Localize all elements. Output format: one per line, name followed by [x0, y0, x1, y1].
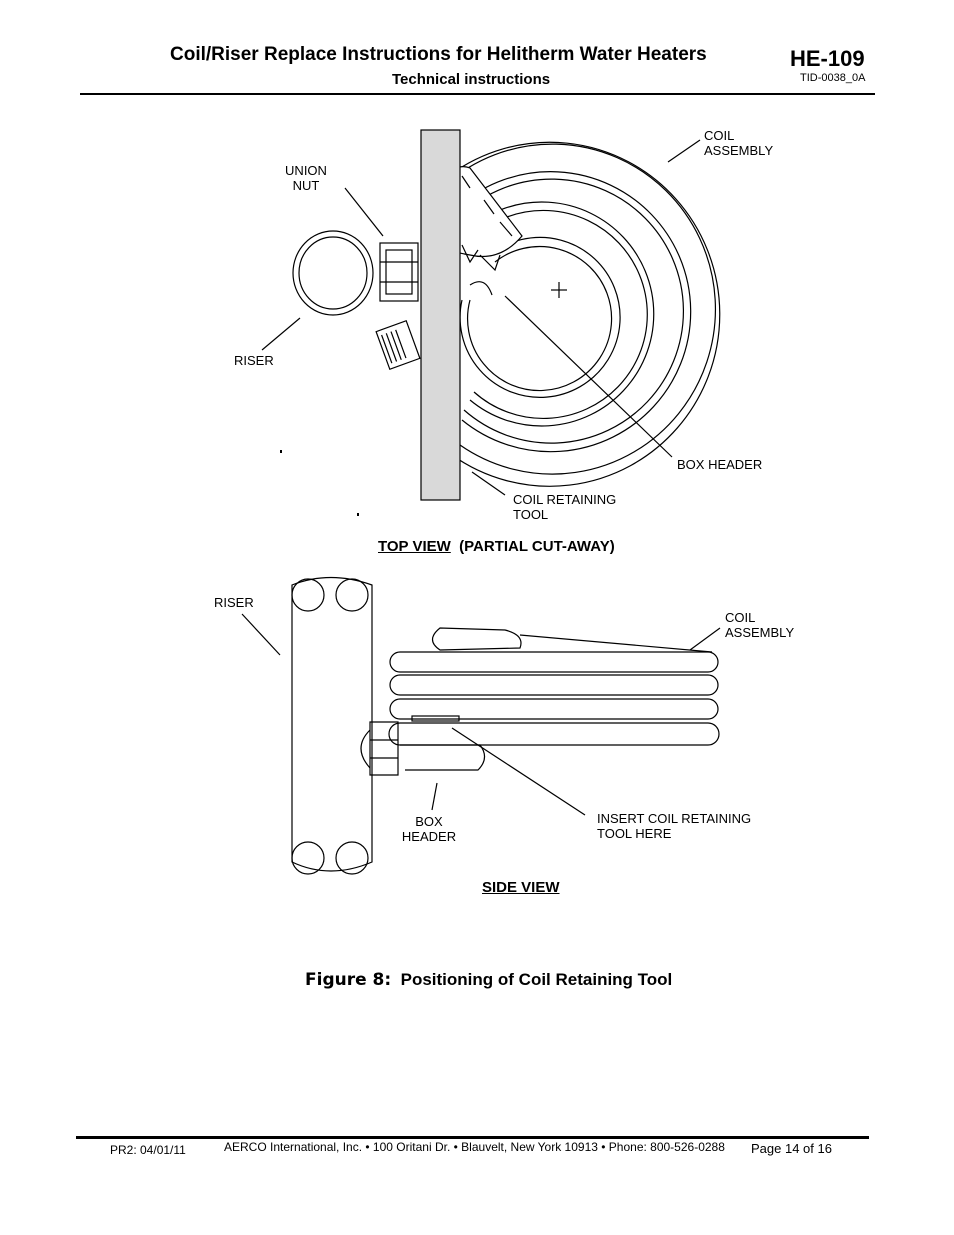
label-line: HEADER: [401, 829, 457, 844]
top-view-caption-rest: (PARTIAL CUT-AWAY): [459, 538, 615, 555]
label-line: COIL: [725, 610, 756, 625]
label-box-header-top: BOX HEADER: [677, 457, 763, 472]
document-title: Coil/Riser Replace Instructions for Heli…: [170, 44, 707, 65]
footer-address: AERCO International, Inc. • 100 Oritani …: [224, 1140, 725, 1154]
label-line: BOX: [415, 814, 443, 829]
side-view-drawing: [241, 576, 721, 875]
label-line: ASSEMBLY: [704, 143, 774, 158]
label-insert-tool: INSERT COIL RETAINING TOOL HERE: [597, 811, 751, 841]
label-coil-assembly-side: COIL ASSEMBLY: [725, 610, 794, 640]
footer-rule: [76, 1136, 869, 1139]
label-line: NUT: [292, 178, 320, 193]
label-line: COIL: [704, 128, 735, 143]
header-rule: [80, 93, 875, 95]
document-number: HE-109: [790, 46, 865, 71]
label-riser-top: RISER: [234, 353, 274, 368]
side-view-caption: SIDE VIEW: [482, 879, 560, 896]
figure-number: Figure 8:: [305, 970, 392, 990]
label-line: TOOL HERE: [597, 826, 672, 841]
label-line: ASSEMBLY: [725, 625, 795, 640]
top-view-caption: TOP VIEW (PARTIAL CUT-AWAY): [378, 538, 615, 555]
label-line: COIL RETAINING: [513, 492, 617, 507]
figure-caption: Figure 8: Positioning of Coil Retaining …: [305, 970, 672, 990]
label-union-nut: UNION NUT: [283, 163, 329, 193]
top-view-drawing: [261, 129, 721, 501]
label-coil-assembly-top: COIL ASSEMBLY: [704, 128, 773, 158]
label-coil-retaining-tool: COIL RETAINING TOOL: [513, 492, 616, 522]
footer-page-number: Page 14 of 16: [751, 1141, 832, 1156]
figure-title: Positioning of Coil Retaining Tool: [400, 970, 673, 989]
top-view-caption-underlined: TOP VIEW: [378, 538, 451, 555]
label-box-header-side: BOX HEADER: [400, 814, 458, 844]
label-line: TOOL: [513, 507, 549, 522]
label-riser-side: RISER: [214, 595, 254, 610]
tid-number: TID-0038_0A: [800, 72, 866, 84]
label-line: INSERT COIL RETAINING: [597, 811, 752, 826]
document-subtitle: Technical instructions: [392, 71, 551, 88]
label-line: UNION: [285, 163, 327, 178]
footer-revision: PR2: 04/01/11: [110, 1143, 186, 1157]
